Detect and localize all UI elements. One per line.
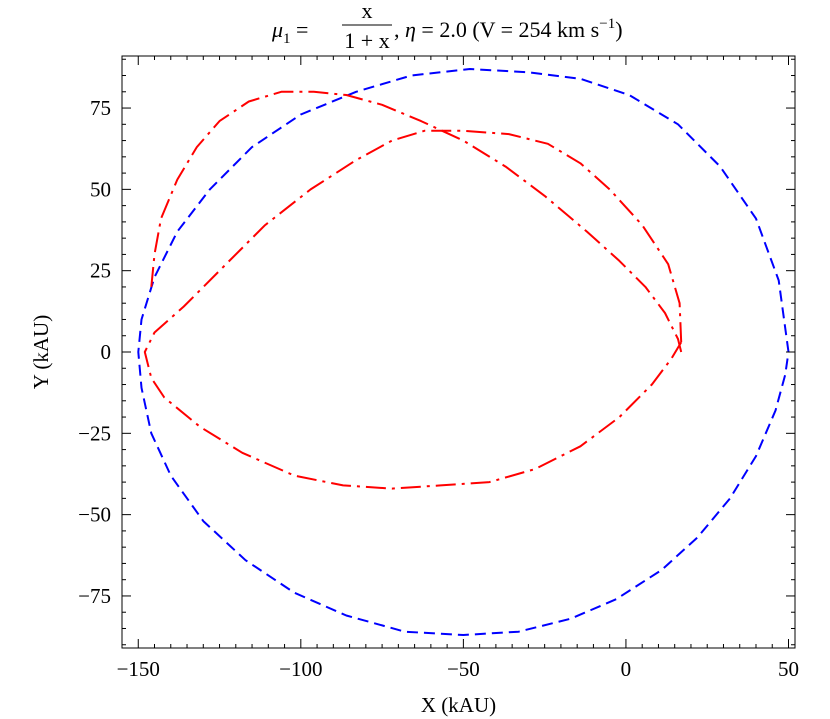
x-axis-label: X (kAU) (421, 693, 496, 717)
title-mu-subscript: 1 (283, 31, 291, 47)
plot-frame (121, 55, 796, 649)
series-line-1 (137, 68, 790, 636)
series-line-2 (143, 129, 683, 490)
title-rest: , η = 2.0 (V = 254 km s−1) (394, 16, 623, 42)
y-axis-label: Y (kAU) (29, 315, 53, 389)
y-tick-label: −50 (78, 503, 111, 527)
x-tick-label: −50 (447, 657, 480, 681)
title-fraction-denominator: 1 + x (344, 28, 389, 53)
title-equals: = (291, 17, 309, 42)
y-tick-label: 25 (90, 259, 111, 283)
title-exponent: −1 (599, 16, 615, 32)
title-mu: μ (271, 17, 283, 42)
y-tick-label: 75 (90, 96, 111, 120)
y-tick-label: −25 (78, 421, 111, 445)
x-tick-label: 0 (621, 657, 632, 681)
axes (121, 55, 796, 649)
x-tick-label: −150 (117, 657, 160, 681)
y-tick-label: 50 (90, 177, 111, 201)
y-tick-label: 0 (101, 340, 112, 364)
series-layer (137, 68, 790, 636)
x-tick-label: 50 (778, 657, 799, 681)
y-tick-label: −75 (78, 584, 111, 608)
title-fraction-numerator: x (362, 0, 373, 23)
ticks-layer: −150 −100 −50 0 50 −75 −50 −25 0 25 50 75 (78, 56, 799, 681)
title-eta: η (405, 17, 416, 42)
series-line-3 (150, 90, 683, 353)
chart-title: μ1 = (271, 17, 308, 47)
x-tick-label: −100 (279, 657, 322, 681)
